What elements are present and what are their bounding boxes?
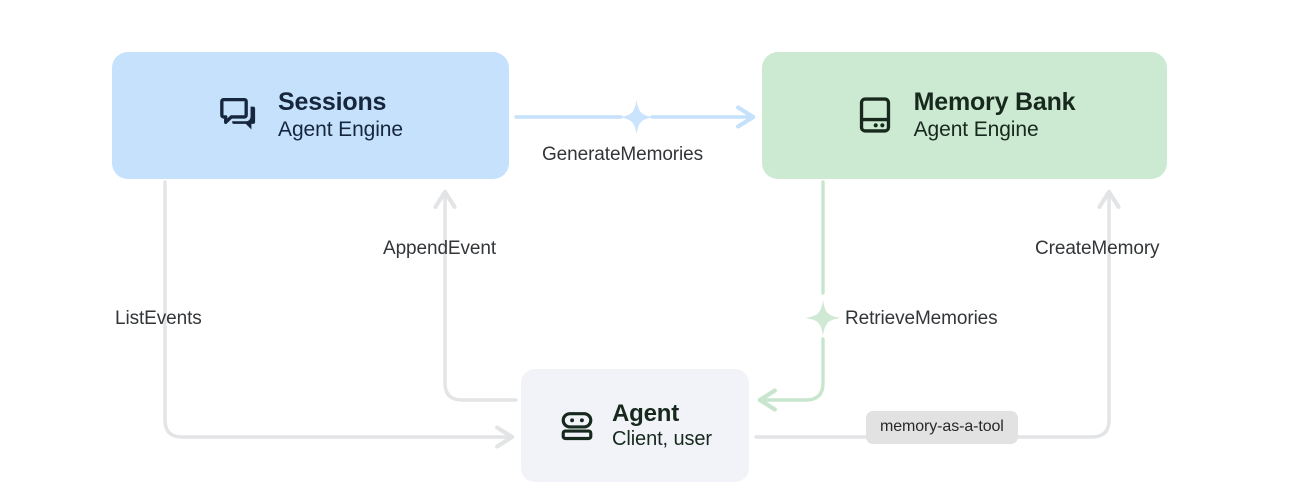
edge-label-list-events: ListEvents [115,308,202,329]
edge-generate-memories [514,100,756,135]
node-sessions[interactable]: Sessions Agent Engine [112,52,509,179]
node-agent-title: Agent [612,399,680,427]
node-agent[interactable]: Agent Client, user [521,369,749,482]
edge-label-retrieve-memories: RetrieveMemories [845,308,998,329]
edge-create-memory [754,189,1121,439]
node-sessions-title: Sessions [278,88,387,117]
robot-icon [561,411,593,440]
chip-memory-as-a-tool: memory-as-a-tool [866,411,1018,444]
edge-list-events [163,180,515,449]
sparkle-icon [805,300,841,336]
node-memory-bank[interactable]: Memory Bank Agent Engine [762,52,1167,179]
edge-retrieve-memories [757,180,841,412]
node-sessions-subtitle: Agent Engine [278,117,403,141]
node-memory-bank-title: Memory Bank [913,88,1076,117]
edge-label-append-event: AppendEvent [383,238,496,259]
node-memory-bank-subtitle: Agent Engine [913,117,1039,141]
sparkle-icon [619,100,654,135]
edge-label-create-memory: CreateMemory [1035,238,1160,259]
edge-label-generate-memories: GenerateMemories [542,144,704,165]
database-icon [859,97,890,134]
edge-append-event [433,189,518,402]
node-agent-subtitle: Client, user [612,427,712,450]
forum-icon [220,98,256,131]
